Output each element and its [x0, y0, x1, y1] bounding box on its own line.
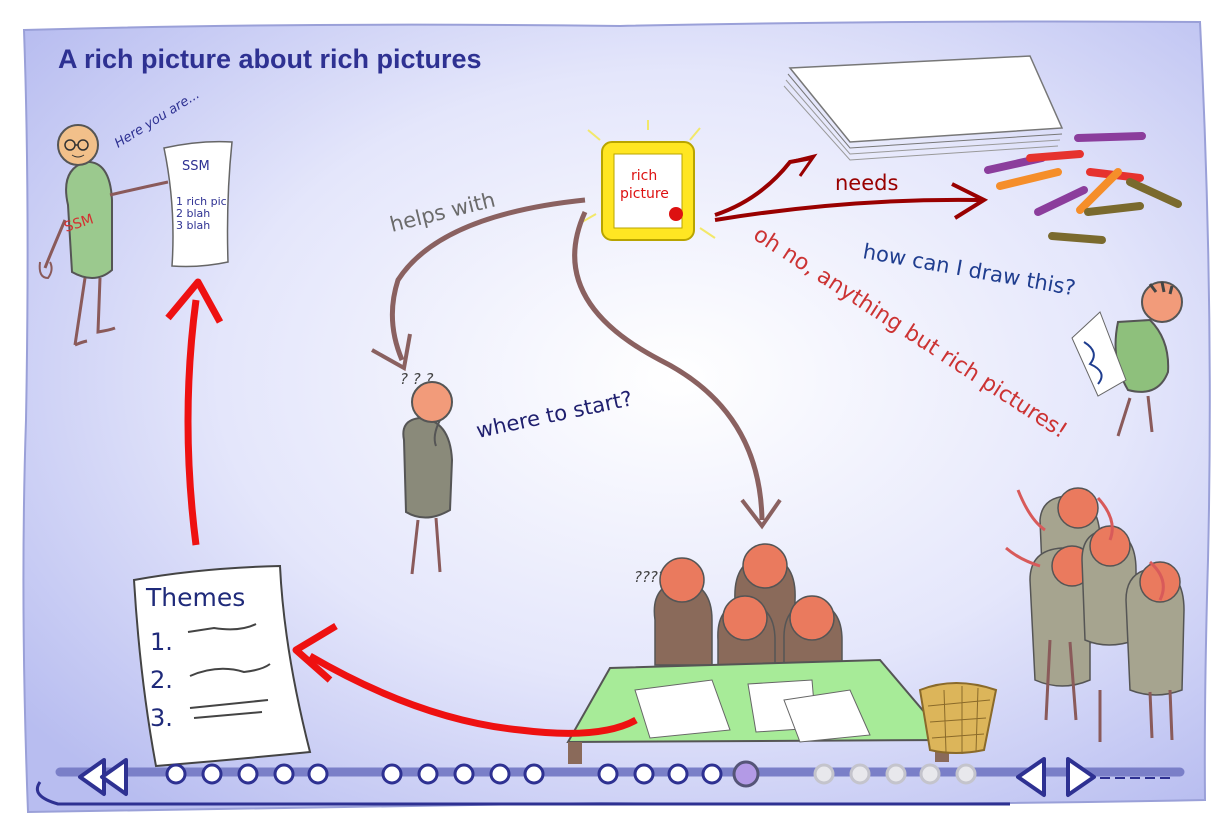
themes-item-1: 1. [150, 628, 173, 656]
nav-slide-dot[interactable] [201, 763, 223, 785]
nav-slide-dot[interactable] [955, 763, 977, 785]
arrowhead-needs-upper [789, 153, 818, 177]
arrowhead-needs [951, 182, 989, 220]
arrow-needs [714, 197, 981, 222]
label-needs: needs [835, 171, 898, 195]
nav-slide-dot[interactable] [453, 763, 475, 785]
drawer-figure [1071, 281, 1183, 437]
arrow-helps-with [389, 197, 586, 361]
report-line-3: 3 blah [176, 219, 210, 232]
nav-slide-dot[interactable] [307, 763, 329, 785]
crayons [984, 132, 1182, 244]
nav-next-button[interactable] [1066, 757, 1096, 797]
frame-label-line1: rich [631, 168, 657, 184]
nav-prev-button[interactable] [1016, 757, 1046, 797]
meeting-table [566, 658, 951, 764]
arrow-needs-upper [714, 156, 813, 217]
paper-background [22, 20, 1211, 814]
arrow-table-to-themes [308, 652, 638, 737]
report-line-2: 2 blah [176, 207, 210, 220]
arrowhead-themes [292, 622, 338, 683]
group-of-people [653, 543, 843, 666]
nav-slide-dot[interactable] [165, 763, 187, 785]
nav-slide-dot[interactable] [417, 763, 439, 785]
arrowhead-up [165, 278, 224, 324]
ssm-report-document [163, 140, 233, 268]
frame-label-line2: picture [620, 186, 669, 202]
nav-slide-dot[interactable] [237, 763, 259, 785]
nav-back-button[interactable] [78, 758, 128, 796]
nav-slide-dot[interactable] [273, 763, 295, 785]
nav-slide-dot[interactable] [667, 763, 689, 785]
nav-slide-dot[interactable] [381, 763, 403, 785]
themes-heading: Themes [145, 583, 245, 612]
report-heading: SSM [182, 159, 210, 174]
nav-slide-dot[interactable] [633, 763, 655, 785]
complaining-crowd [1005, 487, 1185, 742]
nav-slide-dot[interactable] [701, 763, 723, 785]
nav-slide-dot[interactable] [597, 763, 619, 785]
nav-slide-dot[interactable] [849, 763, 871, 785]
paper-stack [783, 55, 1064, 161]
page-title: A rich picture about rich pictures [58, 44, 482, 74]
arrowhead-frame-to-group [740, 498, 782, 530]
arrow-themes-to-report [184, 299, 200, 546]
nav-slide-dot[interactable] [489, 763, 511, 785]
nav-slide-dot[interactable] [813, 763, 835, 785]
consultant-figure [38, 124, 169, 347]
arrowhead-helps-with [371, 333, 412, 372]
waste-basket [918, 682, 998, 754]
thinker-figure [402, 381, 454, 575]
nav-slide-dot[interactable] [885, 763, 907, 785]
arrow-frame-to-group [572, 210, 765, 521]
rich-picture-frame [581, 120, 716, 241]
themes-item-3: 3. [150, 704, 173, 732]
nav-slide-dot[interactable] [523, 763, 545, 785]
themes-item-2: 2. [150, 666, 173, 694]
nav-slide-dots [165, 760, 977, 788]
report-line-1: 1 rich pic [176, 195, 227, 208]
themes-document [132, 564, 312, 768]
nav-slide-dot[interactable] [919, 763, 941, 785]
nav-slide-dot[interactable] [732, 760, 760, 788]
